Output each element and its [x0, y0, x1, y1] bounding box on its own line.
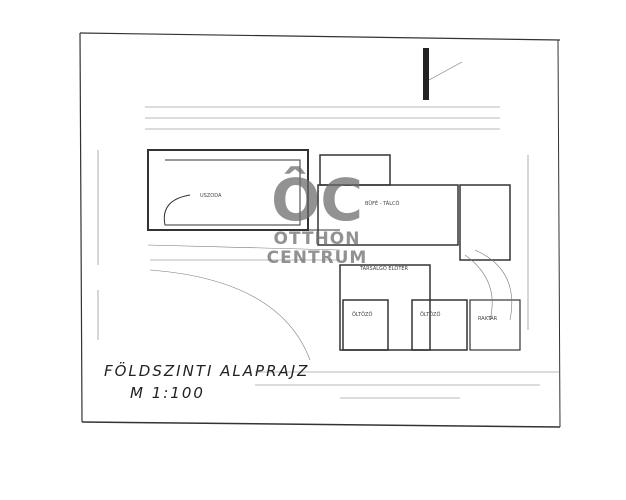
- drawing-scale: M 1:100: [130, 384, 205, 402]
- watermark-line1: OTTHON: [273, 229, 361, 249]
- walls: [147, 149, 521, 361]
- room-label: ÖLTÖZŐ: [420, 311, 440, 318]
- room-label: USZODA: [200, 193, 222, 199]
- room-label: TÁRSALGÓ ELŐTÉR: [359, 264, 409, 272]
- room-label: RAKTÁR: [478, 315, 498, 322]
- drawing-title: FÖLDSZINTI ALAPRAJZ: [104, 362, 310, 380]
- room-labels: USZODA BÜFÉ - TÁLCÓ TÁRSALGÓ ELŐTÉR ÖLTÖ…: [200, 193, 498, 322]
- watermark-mark: ÔC: [271, 166, 363, 234]
- dimension-lines: [97, 106, 560, 399]
- watermark-line2: CENTRUM: [266, 248, 368, 268]
- watermark-logo: ÔC OTTHON CENTRUM: [262, 170, 372, 268]
- north-arrow: [423, 48, 463, 100]
- room-label: ÖLTÖZŐ: [352, 311, 372, 318]
- sheet-border: [79, 32, 561, 428]
- room-label: BÜFÉ - TÁLCÓ: [365, 199, 399, 207]
